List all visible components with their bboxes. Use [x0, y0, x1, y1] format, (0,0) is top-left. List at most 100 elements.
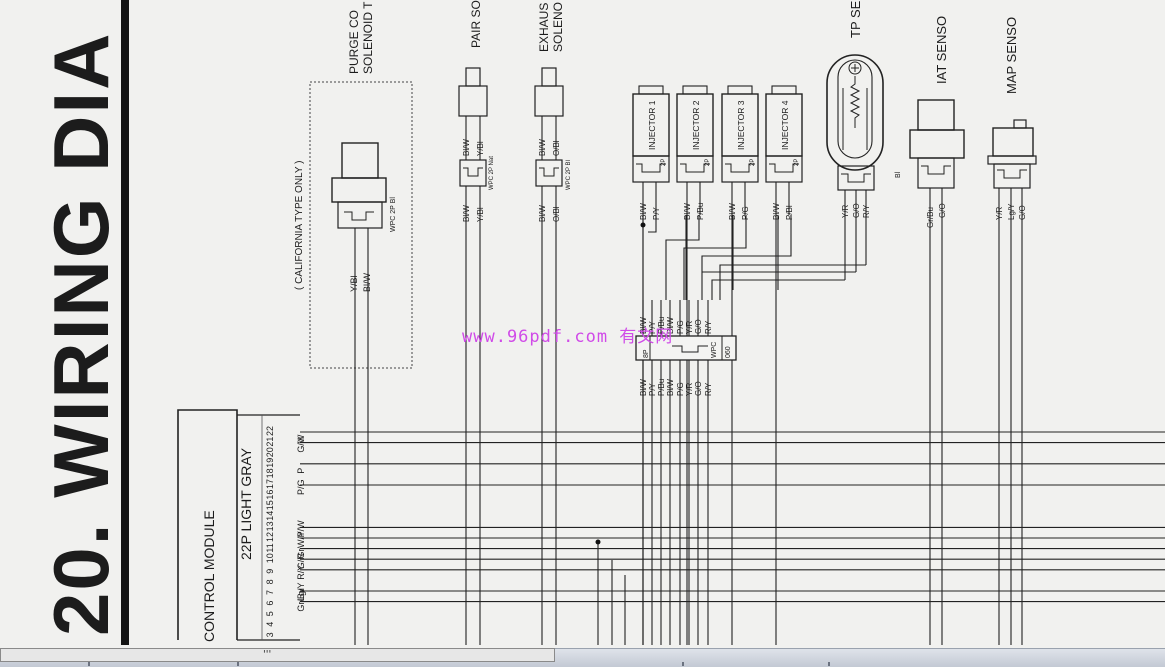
- tp-sensor: TP SE Bl Y/R G/O R/Y: [826, 0, 902, 280]
- pair-solenoid: PAIR SO WPC 2P Nat Bl/W Y/Bl Bl/W Y/Bl: [458, 0, 495, 645]
- map-label: MAP SENSO: [1004, 17, 1019, 94]
- ecm-pin-number: 20: [265, 447, 275, 457]
- injector-routing: [642, 215, 866, 645]
- california-label: ( CALIFORNIA TYPE ONLY ): [294, 161, 305, 290]
- iat-label: IAT SENSO: [934, 16, 949, 84]
- junction-wire-top: P/Bu: [657, 317, 666, 334]
- tp-wire-3: R/Y: [862, 204, 871, 218]
- junction-wire-bottom: P/Y: [648, 382, 657, 396]
- injector-wire: P/Y: [652, 206, 661, 220]
- tp-label: TP SE: [848, 0, 863, 38]
- exhaust-wire-2-top: O/Bl: [552, 140, 561, 156]
- purge-label-line1: PURGE CO: [347, 10, 361, 74]
- ecm-pin-number: 9: [265, 569, 275, 574]
- injector-pins: 2P: [705, 159, 711, 166]
- junction-wire-bottom: Bl/W: [666, 379, 675, 396]
- exhaust-wire-1: Bl/W: [538, 205, 547, 222]
- map-sensor: MAP SENSO Y/R Lg/Y G/O: [987, 17, 1037, 645]
- junction-code: 060: [725, 346, 732, 358]
- ecm-pin-wire-label: W/Y: [296, 531, 306, 548]
- purge-connector-label: WPC 2P Bl: [390, 197, 397, 232]
- injector-wire: Bl/W: [772, 203, 781, 220]
- injector-pins: 2P: [661, 159, 667, 166]
- injector-label: INJECTOR 4: [780, 100, 790, 150]
- injector-label: INJECTOR 3: [736, 100, 746, 150]
- injector-pins: 2P: [794, 159, 800, 166]
- watermark: www.96pdf.com 有文网: [462, 327, 674, 347]
- exhaust-label-1: EXHAUS: [537, 3, 551, 52]
- taskbar-tick: [828, 662, 830, 666]
- injector-label: INJECTOR 1: [647, 100, 657, 150]
- taskbar-tick: [682, 662, 684, 666]
- injector-4: INJECTOR 4 2P Bl/W P/Bl: [765, 85, 803, 645]
- ecm-pin-number: 13: [265, 521, 275, 531]
- junction-wire-bottom: R/Y: [704, 382, 713, 396]
- ecm-pin-number: 7: [265, 590, 275, 595]
- junction-wire-top: Bl/W: [666, 317, 675, 334]
- taskbar-tick: [237, 662, 239, 666]
- tp-wire-1: Y/R: [841, 204, 850, 218]
- pair-label: PAIR SO: [469, 0, 483, 48]
- junction-label: WPC: [711, 342, 718, 358]
- junction-wire-top: Bl/W: [639, 317, 648, 334]
- ecm-pin-number: 8: [265, 579, 275, 584]
- ecm-pin-wire-label: P: [296, 468, 306, 474]
- injector-1: INJECTOR 1 2P Bl/W P/Y: [632, 85, 670, 645]
- pair-connector: WPC 2P Nat: [489, 156, 495, 190]
- injector-wire: P/G: [741, 206, 750, 220]
- ecm-pin-number: 18: [265, 468, 275, 478]
- ecm-pin-number: 22: [265, 426, 275, 436]
- junction-wire-bottom: P/G: [676, 382, 685, 396]
- map-wire-3: G/O: [1018, 205, 1027, 220]
- ecm-pin-wire-label: P/G: [296, 479, 306, 495]
- exhaust-wire-1-top: Bl/W: [538, 139, 547, 156]
- scroll-grip[interactable]: ''': [263, 649, 272, 660]
- injector-wire: Bl/W: [728, 203, 737, 220]
- tp-wire-2: G/O: [852, 203, 861, 218]
- purge-wire-1: Y/Bl: [349, 275, 359, 292]
- map-wire-1: Y/R: [995, 206, 1004, 220]
- tp-connector: Bl: [895, 171, 902, 178]
- purge-wire-2: Bl/W: [362, 272, 372, 292]
- purge-control-solenoid: ( CALIFORNIA TYPE ONLY ) PURGE CO SOLENO…: [294, 1, 413, 645]
- junction-wire-top: G/O: [694, 319, 703, 334]
- junction-wire-top: R/Y: [704, 320, 713, 334]
- pair-wire-1-top: Bl/W: [462, 139, 471, 156]
- ecm-pin-wire-label: Gr: [296, 549, 306, 559]
- ecm-pin-number: 3: [265, 632, 275, 637]
- exhaust-wire-2: O/Bl: [552, 206, 561, 222]
- exhaust-solenoid: EXHAUS SOLENO WPC 2P Bl Bl/W O/Bl Bl/W O…: [534, 2, 572, 645]
- junction-wire-bottom: G/O: [694, 381, 703, 396]
- ecm-pin-wire-label: G/W: [296, 434, 306, 453]
- ecm-pin-wire-label: Y: [296, 436, 306, 442]
- ecm-pin-number: 14: [265, 511, 275, 521]
- exhaust-label-2: SOLENO: [551, 2, 565, 52]
- injector-wire: Bl/W: [639, 203, 648, 220]
- page-heading: 20. WIRING DIA: [37, 32, 125, 636]
- junction-wire-bottom: P/Bu: [657, 379, 666, 396]
- injector-pins: 2P: [750, 159, 756, 166]
- ecm-pin-number: 16: [265, 490, 275, 500]
- horizontal-scrollbar[interactable]: ''': [0, 648, 555, 662]
- iat-wire-1: Gr/Bu: [926, 207, 935, 228]
- ecm-pin-wire-label: Lg/Y: [296, 582, 306, 601]
- junction-wire-top: Y/R: [685, 320, 694, 334]
- ecm-pin-number: 4: [265, 622, 275, 627]
- ecm-pin-number: 17: [265, 479, 275, 489]
- ecm-connector-label: 22P LIGHT GRAY: [238, 447, 254, 560]
- injector-wire: P/Bu: [696, 203, 705, 220]
- exhaust-connector: WPC 2P Bl: [566, 160, 572, 190]
- injector-wire: P/Bl: [785, 205, 794, 220]
- iat-sensor: IAT SENSO Gr/Bu G/O: [909, 16, 965, 645]
- ecm-pin-number: 5: [265, 611, 275, 616]
- ecm-pin-wire-label: P/W: [296, 520, 306, 538]
- ecm-pin-number: 10: [265, 553, 275, 563]
- junction-wire-top: P/G: [676, 320, 685, 334]
- junction-connector: 8P WPC 060 Bl/WBl/WP/YP/YP/BuP/BuBl/WBl/…: [635, 300, 737, 645]
- ecm-pin-wire-label: G/R: [296, 553, 306, 570]
- taskbar-tick: [88, 662, 90, 666]
- iat-wire-2: G/O: [938, 203, 947, 218]
